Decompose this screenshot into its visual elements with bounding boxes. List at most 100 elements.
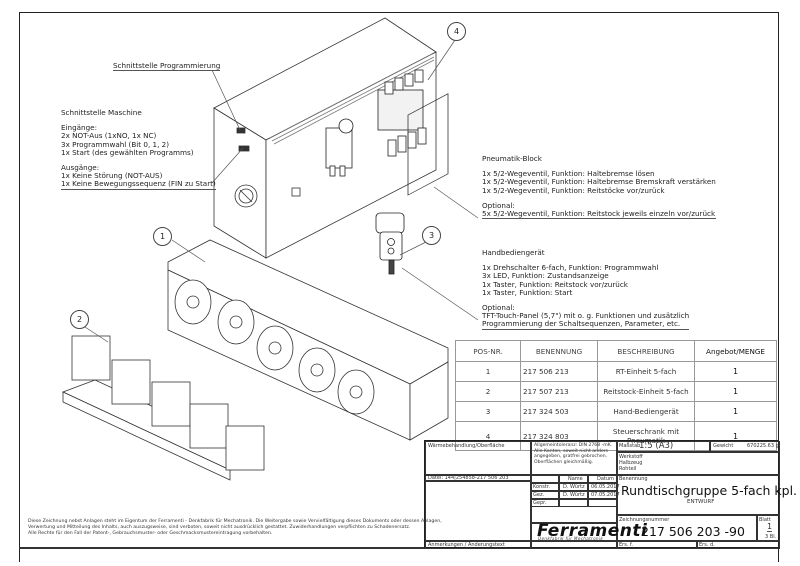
output-item: 1x Keine Bewegungssequenz (FIN zu Start) xyxy=(61,179,216,190)
replaces-label: Ers. f. xyxy=(619,542,633,548)
approval-name: D. Würtz xyxy=(563,484,585,490)
tailstock-drawing xyxy=(61,335,265,481)
output-item: 1x Keine Störung (NOT-AUS) xyxy=(61,171,163,181)
parts-list-table: POS-NR. BENENNUNG BESCHREIBUNG Angebot/M… xyxy=(455,340,777,451)
status-label: ENTWURF xyxy=(687,499,715,505)
balloon-1: 1 xyxy=(153,227,172,246)
handheld-unit-drawing xyxy=(375,212,405,275)
designation-label: Benennung xyxy=(619,476,648,482)
balloon-4: 4 xyxy=(447,22,466,41)
handheld-optional-item: TFT-Touch-Panel (5,7") mit o. g. Funktio… xyxy=(482,311,690,321)
approval-date: 07.05.2017 xyxy=(591,492,620,498)
cell-pos: 3 xyxy=(455,401,521,422)
cell-pos: 1 xyxy=(455,361,521,382)
programming-interface-label: Schnittstelle Programmierung xyxy=(113,61,221,72)
grid-cell xyxy=(588,499,617,507)
sheet-total: 3 Bl. xyxy=(765,534,777,540)
company-tagline: Denkfabrik für Mechatronik xyxy=(538,536,604,541)
handheld-item: 3x LED, Funktion: Zustandsanzeige xyxy=(482,271,609,281)
copyright-notice: Diese Zeichnung nebst Anlagen steht im E… xyxy=(28,519,442,536)
machine-interface-title: Schnittstelle Maschine xyxy=(61,108,142,117)
control-cabinet-drawing xyxy=(213,17,437,259)
cell-menge: 1 xyxy=(694,421,777,451)
input-item: 3x Programmwahl (Bit 0, 1, 2) xyxy=(61,139,170,149)
header-pos: POS-NR. xyxy=(455,340,521,362)
replaced-by-cell xyxy=(697,541,780,549)
handheld-unit-callout: Handbediengerät 1x Drehschalter 6-fach, … xyxy=(482,248,690,330)
grid-cell xyxy=(559,499,588,507)
cell-menge: 1 xyxy=(694,381,777,402)
file-label: Datei: 144|254858-217 506 203 xyxy=(428,475,509,481)
handheld-item: 1x Taster, Funktion: Reitstock vor/zurüc… xyxy=(482,279,628,289)
inputs-heading: Eingänge: xyxy=(61,123,98,133)
logo-cell xyxy=(531,523,617,541)
title-block: Wärmebehandlung/Oberfläche Allgemeintole… xyxy=(424,440,797,549)
grid-cell xyxy=(531,483,559,491)
weight-label: Gewicht xyxy=(713,443,734,449)
heat-treatment-label: Wärmebehandlung/Oberfläche xyxy=(428,443,505,449)
grid-cell xyxy=(559,475,588,483)
handheld-optional-item: Programmierung der Schaltsequenzen, Para… xyxy=(482,320,690,330)
material-label: Werkstoff Halbzeug Rohteil xyxy=(619,454,643,472)
grid-cell xyxy=(559,491,588,499)
scale-cell xyxy=(617,441,710,452)
blank-cell xyxy=(531,541,617,549)
weight-value: 670225.63 g xyxy=(747,443,779,449)
replaces-cell xyxy=(617,541,697,549)
table-row: 3 217 324 503 Hand-Bediengerät 1 xyxy=(455,401,777,422)
cell-pos: 2 xyxy=(455,381,521,402)
weight-cell xyxy=(710,441,780,452)
approval-name: D. Würtz xyxy=(563,492,585,498)
drawing-frame xyxy=(19,12,779,562)
cell-benennung: 217 324 503 xyxy=(520,401,598,422)
tolerance-cell xyxy=(531,441,617,475)
file-cell xyxy=(425,475,531,481)
cell-beschreibung: RT-Einheit 5-fach xyxy=(597,361,695,382)
cell-beschreibung: Hand-Bediengerät xyxy=(597,401,695,422)
pneumatic-item: 1x 5/2-Wegeventil, Funktion: Reitstöcke … xyxy=(482,185,665,195)
optional-heading: Optional: xyxy=(482,200,515,210)
grid-cell xyxy=(531,475,559,483)
approval-role: Konstr. xyxy=(533,484,551,490)
pneumatic-optional-item: 5x 5/2-Wegeventil, Funktion: Reitstock j… xyxy=(482,209,716,220)
handheld-item: 1x Drehschalter 6-fach, Funktion: Progra… xyxy=(482,263,659,273)
input-item: 2x NOT-Aus (1xNO, 1x NC) xyxy=(61,131,157,141)
material-cell xyxy=(617,452,780,475)
approval-role: Gepr. xyxy=(533,500,547,506)
outputs-heading: Ausgänge: xyxy=(61,163,100,173)
input-item: 1x Start (des gewählten Programms) xyxy=(61,147,194,157)
balloon-3: 3 xyxy=(422,226,441,245)
cell-menge: 1 xyxy=(694,361,777,382)
drawing-number-label: Zeichnungsnummer xyxy=(619,517,670,523)
grid-cell xyxy=(531,491,559,499)
cell-benennung: 217 506 213 xyxy=(520,361,598,382)
sheet-cell xyxy=(757,515,780,541)
table-header-row: POS-NR. BENENNUNG BESCHREIBUNG Angebot/M… xyxy=(455,340,777,362)
cell-beschreibung: Reitstock-Einheit 5-fach xyxy=(597,381,695,402)
header-beschreibung: BESCHREIBUNG xyxy=(597,340,695,362)
bottom-border xyxy=(19,547,779,549)
balloon-2: 2 xyxy=(70,310,89,329)
drawing-number: 217 506 203 -90 xyxy=(641,524,745,539)
remarks-cell xyxy=(425,541,531,549)
pneumatic-block-callout: Pneumatik-Block 1x 5/2-Wegeventil, Funkt… xyxy=(482,154,716,220)
tolerance-note: Allgemeintoleranz: DIN 2768 -mK. Alle Ka… xyxy=(534,443,613,465)
grid-cell xyxy=(588,483,617,491)
remarks-label: Anmerkungen / Änderungstext xyxy=(428,542,505,548)
cell-benennung: 217 507 213 xyxy=(520,381,598,402)
approval-role: Gez. xyxy=(533,492,545,498)
header-benennung: BENENNUNG xyxy=(520,340,598,362)
rotary-table-drawing xyxy=(167,93,449,441)
handheld-unit-title: Handbediengerät xyxy=(482,248,545,257)
ferramenti-logo: Ferramenti xyxy=(537,521,648,541)
designation: Rundtischgruppe 5-fach kpl. xyxy=(621,483,798,498)
scale-value: 1:5 (A3) xyxy=(639,441,674,451)
grid-cell xyxy=(588,491,617,499)
drawing-number-cell xyxy=(617,515,757,541)
sheet-label: Blatt xyxy=(759,517,771,523)
table-row: 1 217 506 213 RT-Einheit 5-fach 1 xyxy=(455,361,777,382)
handheld-item: 1x Taster, Funktion: Start xyxy=(482,287,573,297)
pneumatic-item: 1x 5/2-Wegeventil, Funktion: Haltebremse… xyxy=(482,177,716,187)
sheet-number: 1 xyxy=(767,522,773,532)
